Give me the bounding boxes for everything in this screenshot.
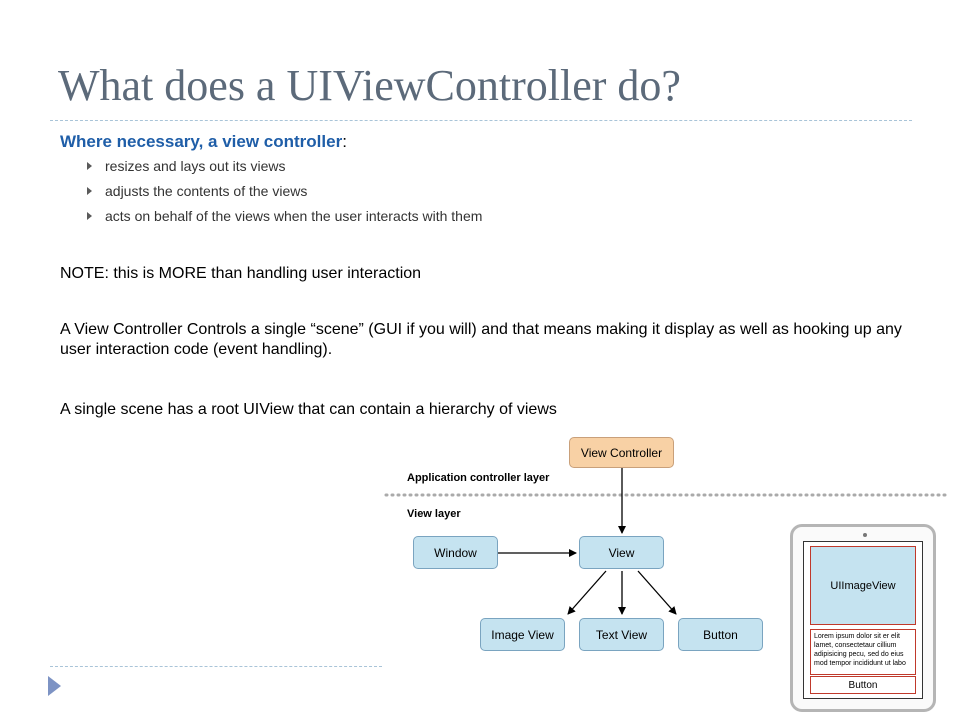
ipad-lorem-text: Lorem ipsum dolor sit er elit lamet, con… (810, 629, 916, 675)
note-paragraph: NOTE: this is MORE than handling user in… (60, 265, 422, 282)
text-view-box: Text View (579, 618, 664, 651)
ipad-mockup: UIImageView Lorem ipsum dolor sit er eli… (790, 524, 936, 712)
bullet-text: resizes and lays out its views (105, 158, 286, 174)
bullet-list: resizes and lays out its views adjusts t… (87, 158, 483, 233)
footer-arrow-icon (48, 676, 61, 696)
bullet-item: acts on behalf of the views when the use… (87, 208, 483, 233)
slide-title: What does a UIViewController do? (58, 61, 681, 110)
title-divider (50, 120, 912, 121)
bullet-item: adjusts the contents of the views (87, 183, 482, 208)
view-to-button-arrow (637, 570, 677, 615)
bullet-triangle-icon (87, 187, 92, 195)
bullet-text: adjusts the contents of the views (105, 183, 308, 199)
camera-icon (863, 533, 867, 537)
subheading-suffix: : (342, 132, 347, 151)
bullet-item: resizes and lays out its views (87, 158, 482, 183)
view-to-imageview-arrow (567, 570, 607, 615)
view-layer-label: View layer (407, 508, 461, 520)
ipad-screen: UIImageView Lorem ipsum dolor sit er eli… (803, 541, 923, 699)
window-box: Window (413, 536, 498, 569)
image-view-box: Image View (480, 618, 565, 651)
footer-divider (50, 666, 382, 667)
bullet-text: acts on behalf of the views when the use… (105, 208, 483, 224)
bullet-triangle-icon (87, 162, 92, 170)
view-controller-paragraph: A View Controller Controls a single “sce… (60, 321, 902, 358)
ipad-image-view: UIImageView (810, 546, 916, 625)
app-layer-label: Application controller layer (407, 472, 550, 484)
bullet-triangle-icon (87, 212, 92, 220)
scene-paragraph: A single scene has a root UIView that ca… (60, 401, 557, 418)
ipad-button: Button (810, 676, 916, 694)
button-box: Button (678, 618, 763, 651)
view-controller-box: View Controller (569, 437, 674, 468)
subheading-emphasis: Where necessary, a view controller (60, 132, 343, 151)
view-box: View (579, 536, 664, 569)
subheading: Where necessary, a view controller: (60, 132, 347, 152)
